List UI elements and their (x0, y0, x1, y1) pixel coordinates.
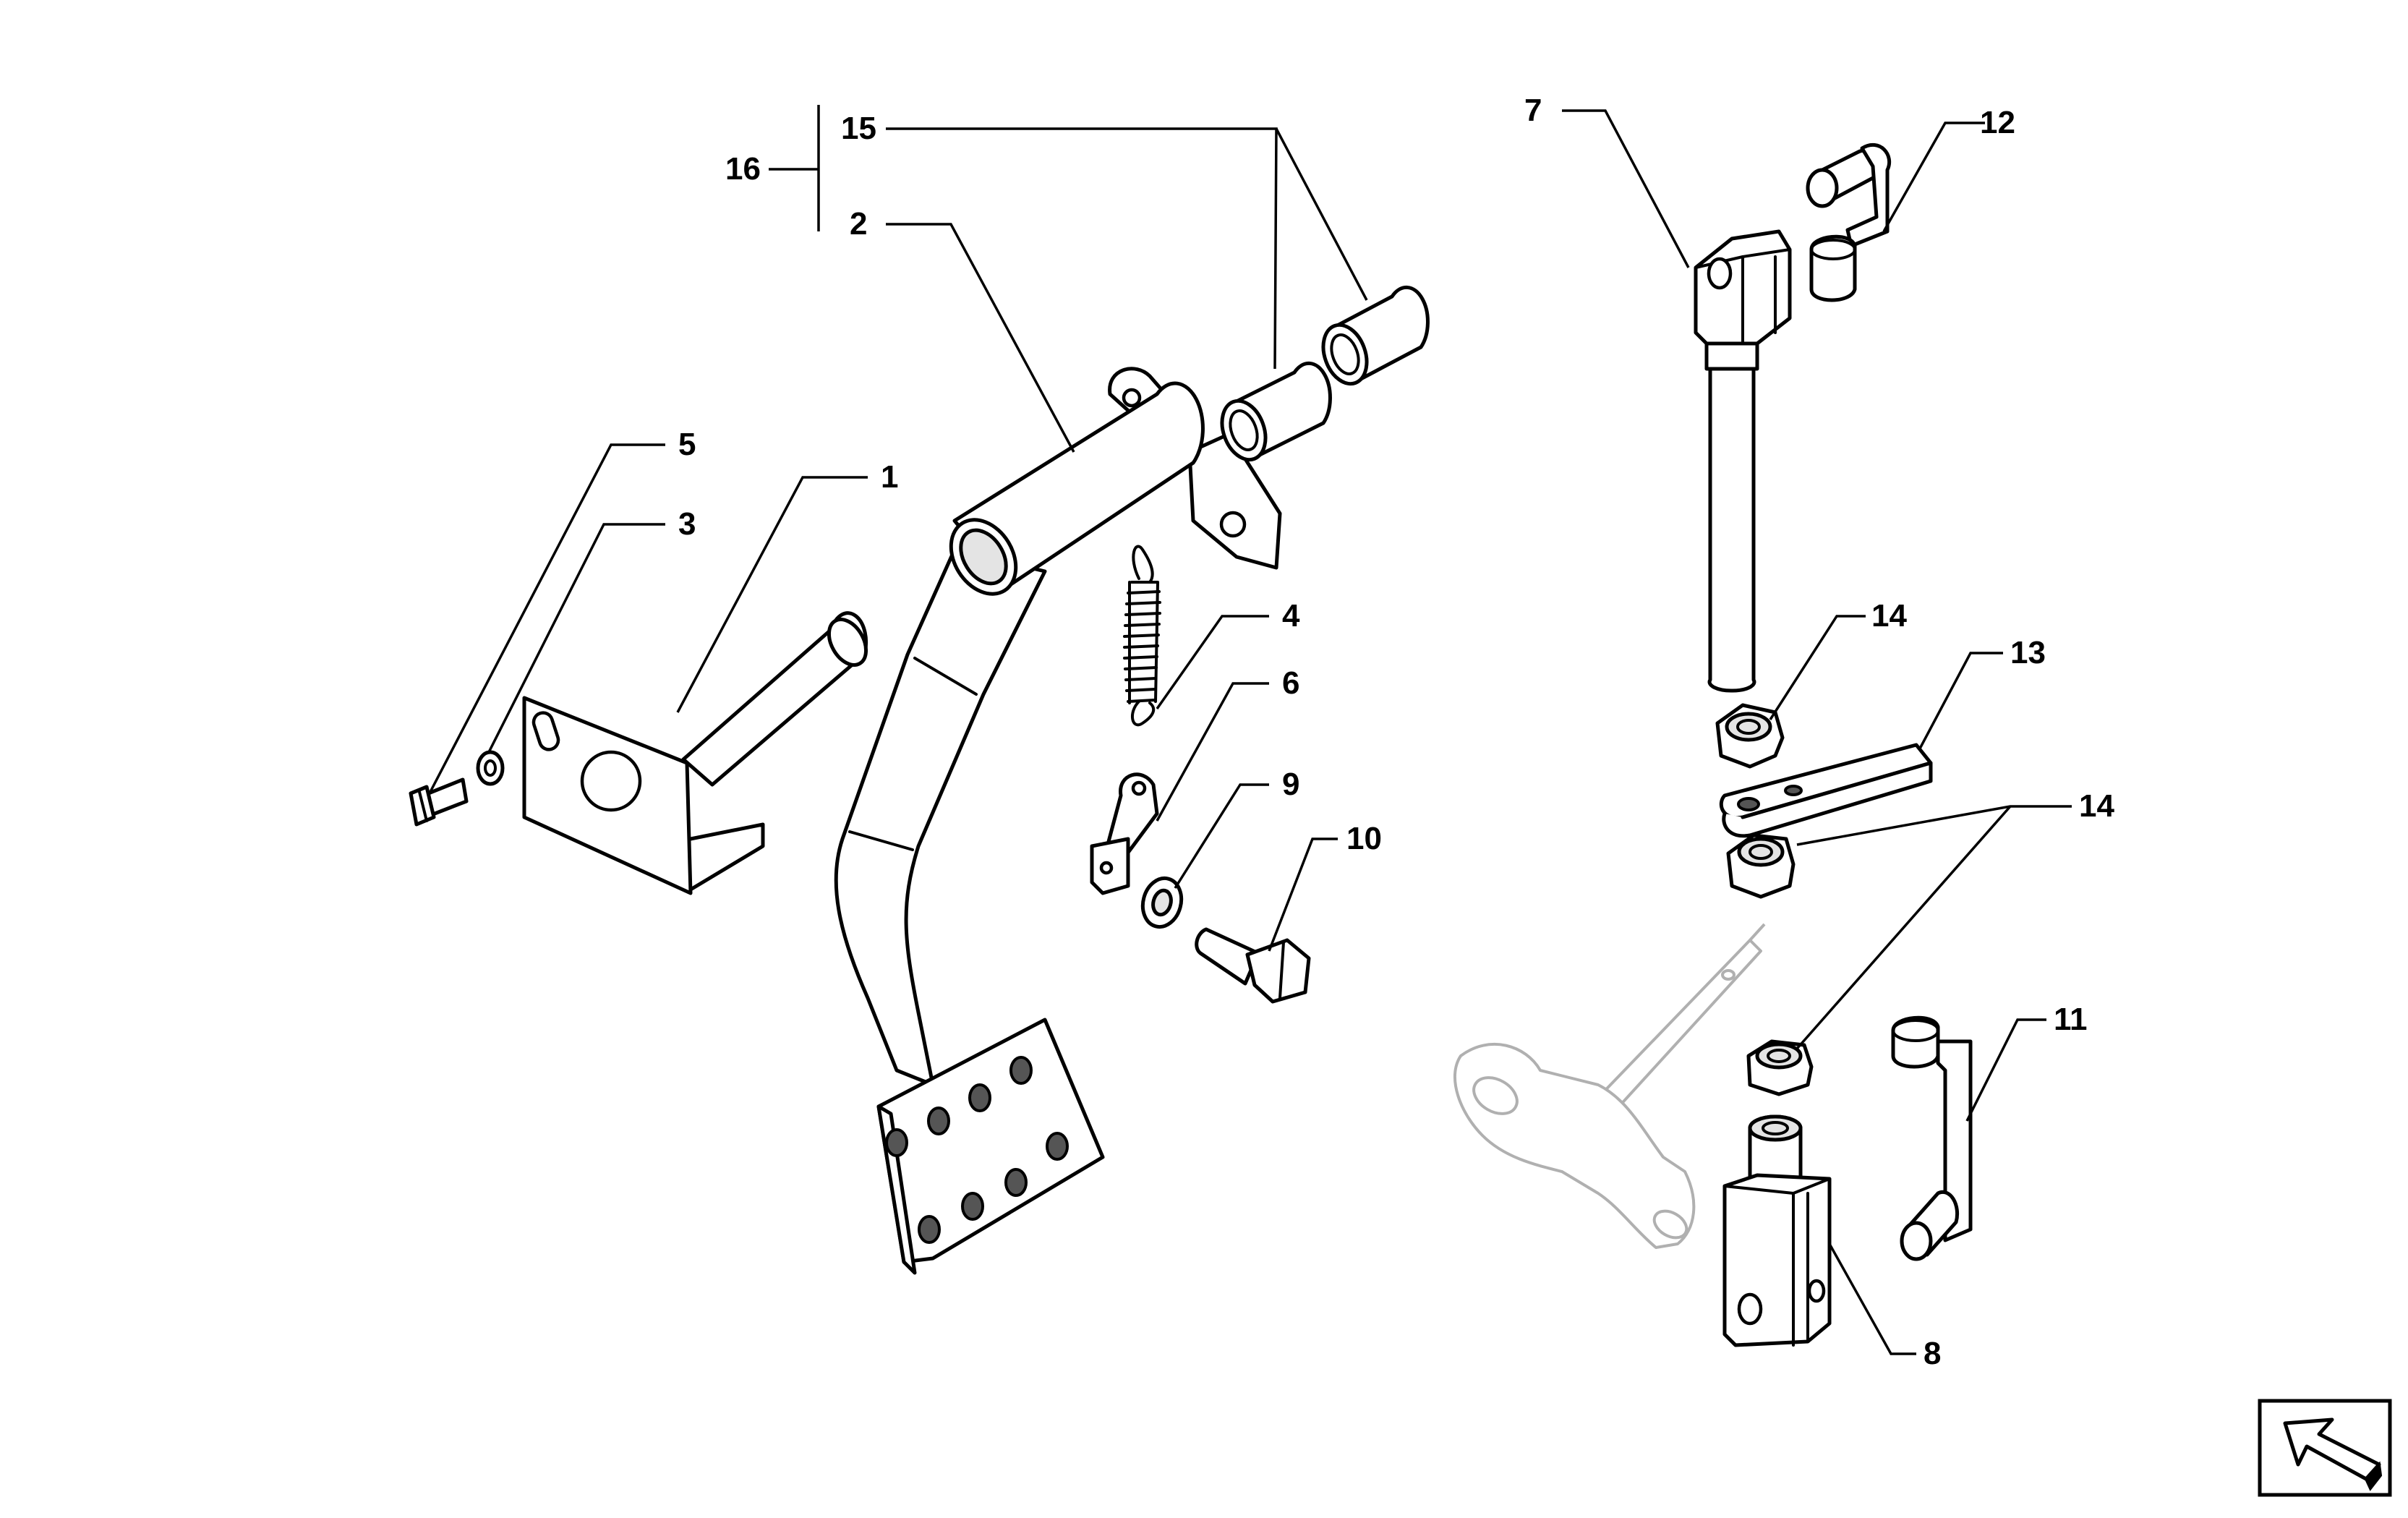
part-15-bushing-left (1220, 361, 1332, 462)
part-14-nut-lower (1746, 1039, 1814, 1096)
part-11-clevis-pin (1891, 1015, 1973, 1261)
part-9-washer (1140, 876, 1184, 929)
part-2-pedal-arm (834, 367, 1282, 1275)
callout-10: 10 (1346, 821, 1382, 856)
callout-7: 7 (1524, 93, 1542, 128)
part-7-clevis-rod (1694, 229, 1792, 693)
navigation-arrow-button[interactable] (2258, 1399, 2392, 1497)
callout-9: 9 (1282, 767, 1299, 802)
callout-6: 6 (1282, 665, 1299, 701)
part-5-bolt (409, 777, 469, 827)
part-8-lower-clevis (1722, 1114, 1832, 1347)
leader-lines (429, 105, 2072, 1355)
callout-11: 11 (2054, 1002, 2088, 1037)
callout-13: 13 (2010, 635, 2046, 670)
part-10-bolt (1195, 927, 1311, 1004)
part-6-spring-bracket (1090, 772, 1159, 895)
part-14-nut-middle (1726, 833, 1796, 899)
part-14-nut-upper (1715, 703, 1785, 769)
callout-labels: 16 15 2 5 3 1 4 6 9 10 7 12 14 13 14 11 … (678, 93, 2114, 1371)
part-15-bushing-right (1321, 285, 1430, 386)
part-1-bracket (522, 611, 868, 895)
pedal-pad-holes (885, 1056, 1069, 1244)
ghost-lever-existing-part (1453, 923, 1766, 1249)
callout-12: 12 (1980, 105, 2015, 140)
callout-5: 5 (678, 427, 696, 462)
callout-8: 8 (1924, 1336, 1941, 1371)
part-13-link-plate (1719, 743, 1933, 838)
callout-2: 2 (850, 206, 867, 242)
callout-1: 1 (881, 459, 898, 495)
callout-3: 3 (678, 506, 696, 542)
arrow-up-left-icon (2283, 1417, 2383, 1491)
callout-16: 16 (725, 151, 761, 187)
callout-15: 15 (841, 111, 876, 146)
callout-4: 4 (1282, 598, 1300, 634)
part-4-spring (1123, 545, 1161, 727)
part-3-washer (476, 750, 505, 786)
callout-14-lower: 14 (2079, 788, 2114, 824)
callout-14-upper: 14 (1871, 598, 1907, 634)
part-12-clevis-pin (1806, 142, 1892, 302)
